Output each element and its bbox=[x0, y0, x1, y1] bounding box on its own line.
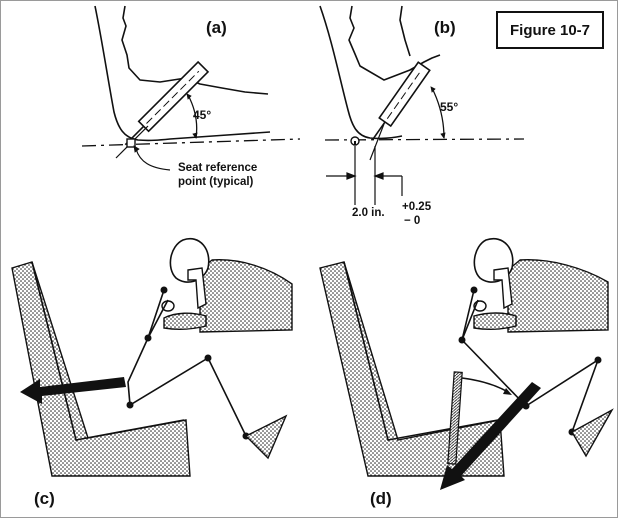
callout-text-line1: Seat reference bbox=[178, 162, 257, 174]
steering-d bbox=[473, 312, 517, 331]
dimension-label-b: 2.0 in. bbox=[352, 207, 385, 219]
callout-leader-a bbox=[135, 148, 171, 171]
callout-text-line2: point (typical) bbox=[178, 176, 254, 188]
force-arrow-d bbox=[440, 382, 541, 490]
h-point-bar-b bbox=[371, 61, 431, 141]
tolerance-minus-b: − 0 bbox=[404, 215, 420, 227]
dash-c bbox=[199, 259, 293, 333]
seat-outline-b bbox=[319, 5, 403, 140]
occupant-contour-b2 bbox=[399, 5, 411, 57]
occupant-contour-a bbox=[121, 5, 269, 95]
panel-a-label: (a) bbox=[206, 18, 227, 37]
seat-reference-point-a bbox=[126, 138, 136, 148]
steering-c bbox=[163, 312, 207, 331]
reference-line-a bbox=[81, 138, 301, 147]
seat-outline-a bbox=[94, 5, 271, 142]
panel-d bbox=[319, 237, 614, 490]
original-bar-d bbox=[447, 371, 463, 465]
tolerance-plus-b: +0.25 bbox=[402, 201, 432, 213]
dimension-lines-b bbox=[326, 146, 403, 205]
figure-label-badge: Figure 10-7 bbox=[496, 11, 604, 49]
dash-d bbox=[507, 259, 609, 333]
motion-arrow-d bbox=[461, 377, 509, 393]
panel-d-label: (d) bbox=[370, 489, 392, 508]
panel-b-label: (b) bbox=[434, 18, 456, 37]
panel-c-label: (c) bbox=[34, 489, 55, 508]
panel-c bbox=[11, 237, 293, 477]
panel-a bbox=[81, 5, 301, 171]
linkage-c bbox=[127, 289, 247, 437]
angle-label-b: 55° bbox=[440, 100, 458, 114]
foot-d bbox=[571, 408, 614, 458]
force-arrow-c bbox=[20, 377, 126, 404]
panel-b bbox=[319, 5, 525, 205]
foot-c bbox=[244, 414, 288, 460]
occupant-contour-b bbox=[348, 5, 441, 81]
angle-label-a: 45° bbox=[193, 108, 211, 122]
